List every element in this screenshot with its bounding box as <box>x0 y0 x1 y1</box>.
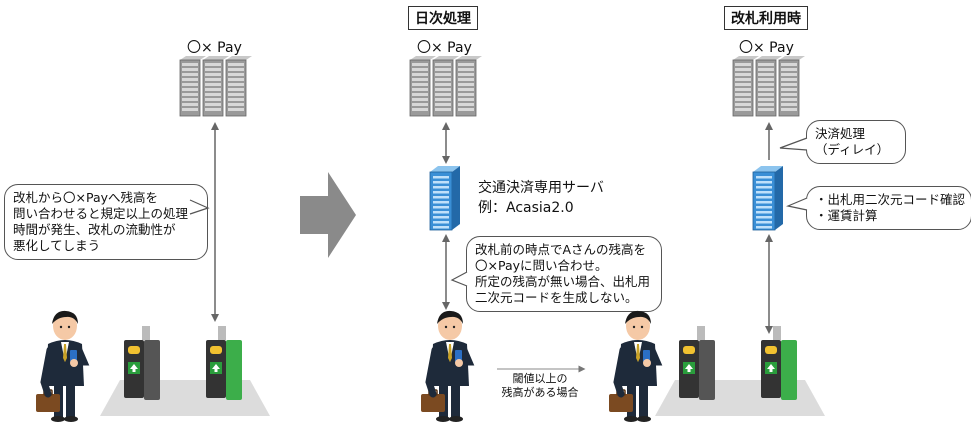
bubble-middle-line: 〇×Payに問い合わせ。 <box>475 258 608 273</box>
section-title-gate-use: 改札利用時 <box>724 6 808 30</box>
acasia-server-label: 交通決済専用サーバ 例：Acasia2.0 <box>478 178 604 218</box>
acasia-server-right-icon <box>752 166 783 231</box>
pay-server-rack-middle-icon <box>409 56 482 117</box>
bubble-gate-tasks-tail <box>785 197 809 211</box>
bubble-middle-line: 所定の残高が無い場合、出札用 <box>475 274 651 289</box>
pay-server-rack-left-icon <box>179 56 252 117</box>
bubble-settlement-line: （ディレイ） <box>815 142 890 157</box>
bubble-gate-tasks-line: ・出札用二次元コード確認 <box>815 192 966 207</box>
bubble-left-note: 改札から〇×Payへ残高を 問い合わせると規定以上の処理 時間が発生、改札の流動… <box>4 184 208 260</box>
bubble-left-tail <box>188 199 210 215</box>
bubble-settlement-line: 決済処理 <box>815 126 866 141</box>
bubble-middle-line: 改札前の時点でAさんの残高を <box>475 242 647 257</box>
pay-label-left: 〇× Pay <box>187 40 242 56</box>
bubble-gate-tasks-line: ・運賃計算 <box>815 208 878 223</box>
acasia-server-middle-icon <box>429 166 460 231</box>
bubble-middle-line: 二次元コードを生成しない。 <box>475 290 638 305</box>
ticket-gate-right-icon <box>655 326 825 416</box>
acasia-server-label-line1: 交通決済専用サーバ <box>478 180 604 196</box>
bubble-left-line: 問い合わせると規定以上の処理 <box>13 206 189 221</box>
bubble-settlement-tail <box>779 137 809 151</box>
bubble-middle-tail <box>450 271 469 287</box>
bubble-left-line: 悪化してしまう <box>13 238 101 253</box>
bubble-left-line: 改札から〇×Payへ残高を <box>13 190 159 205</box>
commuter-right-icon <box>609 310 663 422</box>
bubble-settlement: 決済処理 （ディレイ） <box>806 120 906 164</box>
bubble-gate-tasks: ・出札用二次元コード確認 ・運賃計算 <box>806 186 971 230</box>
acasia-server-label-line2: 例：Acasia2.0 <box>478 200 574 216</box>
bubble-middle-note: 改札前の時点でAさんの残高を 〇×Payに問い合わせ。 所定の残高が無い場合、出… <box>466 236 662 312</box>
section-title-daily: 日次処理 <box>408 6 478 30</box>
commuter-left-icon <box>36 310 90 422</box>
threshold-note-line: 残高がある場合 <box>501 386 579 399</box>
commuter-middle-icon <box>421 310 475 422</box>
pay-server-rack-right-icon <box>732 56 805 117</box>
big-transition-arrow <box>300 172 356 258</box>
threshold-note-line: 閾値以上の <box>512 372 568 385</box>
pay-label-right: 〇× Pay <box>739 40 794 56</box>
ticket-gate-left-icon <box>100 326 270 416</box>
threshold-note: 閾値以上の 残高がある場合 <box>500 372 580 400</box>
pay-label-middle: 〇× Pay <box>417 40 472 56</box>
bubble-left-line: 時間が発生、改札の流動性が <box>13 222 176 237</box>
